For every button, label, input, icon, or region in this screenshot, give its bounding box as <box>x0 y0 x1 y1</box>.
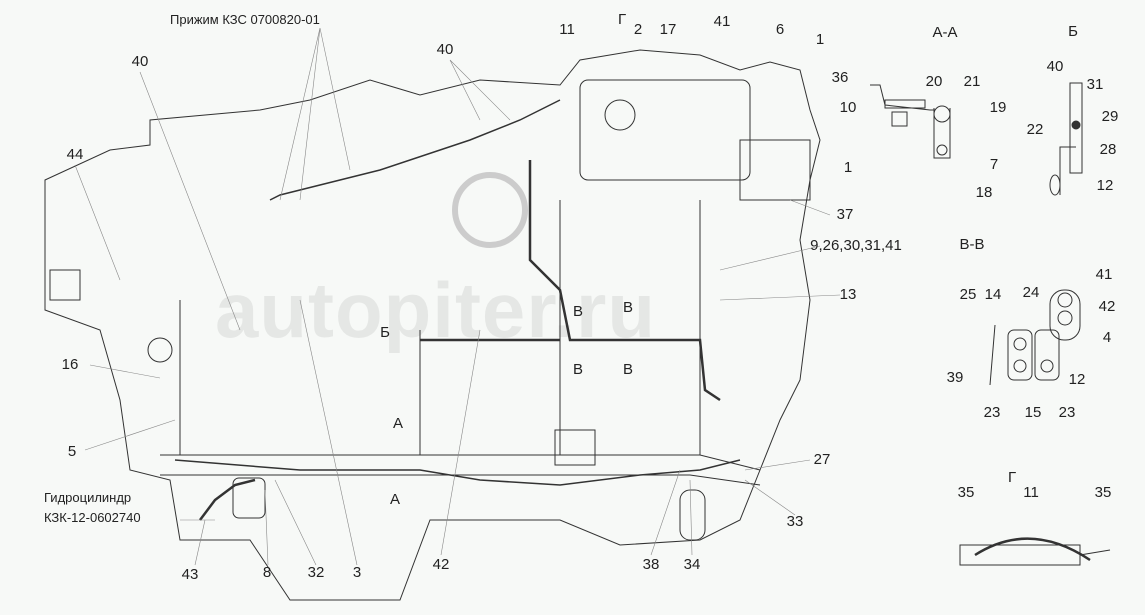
callout-label: 9,26,30,31,41 <box>810 237 902 254</box>
callout-label: 36 <box>831 69 849 86</box>
section-vv-callout: 15 <box>1024 404 1042 421</box>
section-aa-callout: 18 <box>975 184 993 201</box>
callout-label: 32 <box>307 564 325 581</box>
section-b-callout: 28 <box>1099 141 1117 158</box>
section-g-title: Г <box>1007 469 1017 486</box>
section-b-callout: 29 <box>1101 108 1119 125</box>
cab-body-outline <box>44 49 821 601</box>
callout-label: 3 <box>352 564 362 581</box>
callout-label: 5 <box>67 443 77 460</box>
callout-label: 33 <box>786 513 804 530</box>
leader-lines <box>74 27 841 566</box>
section-vv-callout: 23 <box>983 404 1001 421</box>
section-vv-callout: 14 <box>984 286 1002 303</box>
section-vv-title: В-В <box>959 236 985 253</box>
engine-block <box>579 79 751 181</box>
callout-label: 17 <box>659 21 677 38</box>
callout-label: 13 <box>839 286 857 303</box>
section-aa-callout: 21 <box>963 73 981 90</box>
section-vv-callout: 41 <box>1095 266 1113 283</box>
hose-line-upper <box>269 99 561 201</box>
callout-label: 43 <box>181 566 199 583</box>
section-g-callout: 35 <box>957 484 975 501</box>
section-b-callout: 12 <box>1096 177 1114 194</box>
bottom-wheel <box>679 489 706 541</box>
callout-label: А <box>389 491 401 508</box>
callout-label: Б <box>380 324 390 341</box>
callout-label: 27 <box>813 451 831 468</box>
section-aa-callout: 7 <box>989 156 999 173</box>
callout-label: В <box>572 361 584 378</box>
cylinder-hose <box>199 478 256 521</box>
callout-label: 37 <box>836 206 854 223</box>
callout-label: Г <box>617 11 627 28</box>
section-b-callout: 40 <box>1046 58 1064 75</box>
pulley <box>604 99 636 131</box>
callout-label: 10 <box>839 99 857 116</box>
section-vv-callout: 12 <box>1068 371 1086 388</box>
hose-line <box>420 160 721 402</box>
callout-label: 11 <box>559 21 575 38</box>
callout-label: В <box>572 303 584 320</box>
cylinder-note-line2: КЗК-12-0602740 <box>44 510 141 525</box>
left-box <box>49 269 81 301</box>
section-vv-drawing <box>989 289 1081 386</box>
section-b-callout: 22 <box>1026 121 1044 138</box>
wheel-circle <box>452 172 528 248</box>
callout-label: 1 <box>815 31 825 48</box>
section-aa-callout: 19 <box>989 99 1007 116</box>
section-vv-callout: 25 <box>959 286 977 303</box>
callout-label: А <box>392 415 404 432</box>
section-b-title: Б <box>1068 23 1078 40</box>
callout-label: 40 <box>436 41 454 58</box>
section-g-drawing <box>959 537 1111 566</box>
callout-label: 40 <box>131 53 149 70</box>
callout-label: 1 <box>843 159 853 176</box>
section-aa-title: А-А <box>932 24 958 41</box>
cylinder <box>232 477 266 519</box>
section-vv-callout: 24 <box>1022 284 1040 301</box>
section-g-callout: 35 <box>1094 484 1112 501</box>
section-aa-callout: 20 <box>925 73 943 90</box>
callout-label: 41 <box>713 13 731 30</box>
callout-label: 8 <box>262 564 272 581</box>
left-wheel <box>147 337 173 363</box>
callout-label: В <box>622 299 634 316</box>
section-b-callout: 31 <box>1086 76 1104 93</box>
callout-label: 6 <box>775 21 785 38</box>
section-vv-callout: 23 <box>1058 404 1076 421</box>
callout-label: В <box>622 361 634 378</box>
section-b-drawing <box>1049 82 1083 196</box>
section-g-callout: 11 <box>1023 484 1039 501</box>
callout-label: 16 <box>61 356 79 373</box>
callout-label: 44 <box>66 146 84 163</box>
tank <box>554 429 596 466</box>
callout-label: 2 <box>633 21 643 38</box>
frame-vertical <box>179 200 701 455</box>
section-vv-callout: 39 <box>946 369 964 386</box>
callout-label: 42 <box>432 556 450 573</box>
clamp-note: Прижим КЗС 0700820-01 <box>170 12 320 27</box>
panel-right <box>739 139 811 201</box>
hose-line-lower <box>174 459 741 486</box>
section-vv-callout: 4 <box>1102 329 1112 346</box>
callout-label: 34 <box>683 556 701 573</box>
section-aa-drawing <box>870 84 951 159</box>
section-vv-callout: 42 <box>1098 298 1116 315</box>
callout-label: 38 <box>642 556 660 573</box>
cylinder-note-line1: Гидроцилиндр <box>44 490 132 505</box>
